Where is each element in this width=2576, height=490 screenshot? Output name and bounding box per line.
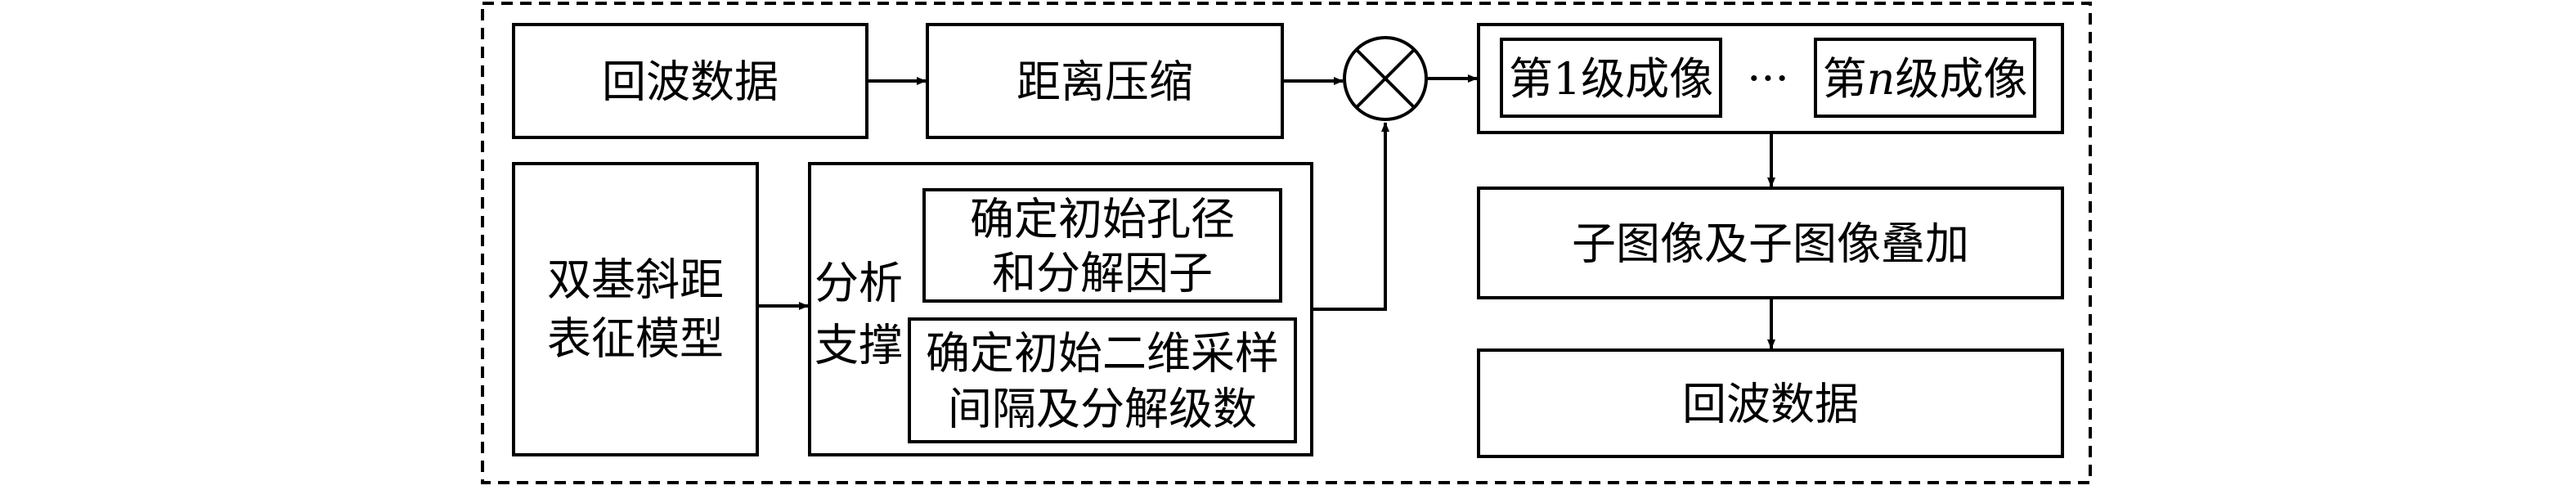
input-echo-data-block: 回波数据 (512, 23, 868, 139)
input-echo-data-label: 回波数据 (602, 56, 779, 108)
level-1-box (1500, 38, 1722, 118)
analysis-support-line-1: 分析 (815, 258, 903, 309)
output-echo-data-label: 回波数据 (1682, 379, 1859, 430)
bistatic-model-line-2: 表征模型 (547, 313, 724, 365)
aperture-factor-box (922, 188, 1282, 303)
analysis-support-line-2: 支撑 (815, 320, 903, 371)
level-n-label: 第n级成像 (1823, 53, 2028, 105)
aperture-factor-line-1: 确定初始孔径 (970, 194, 1235, 245)
analysis-support-block: 分析 支撑 确定初始孔径 和分解因子 确定初始二维采样 间隔及分解级数 (808, 162, 1313, 456)
bistatic-model-line-1: 双基斜距 (547, 254, 724, 306)
subimage-stacking-label: 子图像及子图像叠加 (1572, 218, 1969, 270)
level-1-label: 第1级成像 (1509, 53, 1713, 105)
outer-dashed-frame (481, 2, 2092, 484)
imaging-levels-block: 第1级成像 ··· 第n级成像 (1477, 23, 2064, 134)
arrow-analysis-to-multiplier (1312, 122, 1389, 311)
bistatic-range-model-block: 双基斜距 表征模型 (512, 162, 759, 456)
multiplier-node (1343, 36, 1428, 121)
range-compression-label: 距离压缩 (1016, 56, 1193, 108)
level-n-box (1814, 38, 2036, 118)
output-echo-data-block: 回波数据 (1477, 348, 2064, 458)
range-compression-block: 距离压缩 (926, 23, 1284, 139)
sampling-levels-line-2: 间隔及分解级数 (948, 384, 1257, 435)
subimage-stacking-block: 子图像及子图像叠加 (1477, 187, 2064, 299)
sampling-levels-box (908, 317, 1297, 443)
aperture-factor-line-2: 和分解因子 (992, 248, 1213, 299)
sampling-levels-line-1: 确定初始二维采样 (926, 328, 1279, 380)
level-ellipsis: ··· (1747, 53, 1789, 105)
